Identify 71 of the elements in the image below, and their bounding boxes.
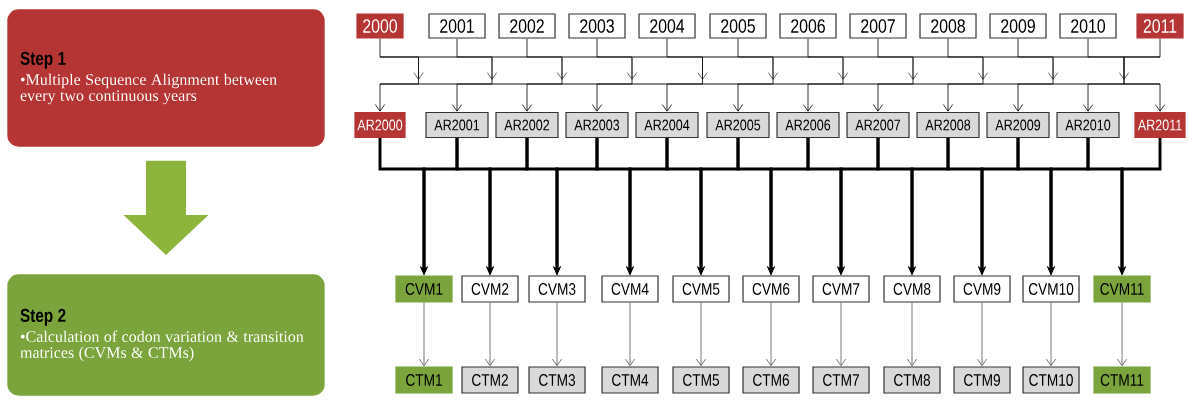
arrow — [521, 38, 563, 112]
arrow — [418, 302, 430, 367]
matrix-box: CVM4 — [601, 275, 659, 303]
alignment-box: AR2002 — [495, 111, 559, 139]
matrix-box: CVM11 — [1093, 275, 1151, 303]
year-box: 2005 — [709, 13, 767, 39]
arrow — [661, 38, 703, 112]
arrow — [976, 302, 988, 367]
alignment-box: AR2000 — [354, 111, 406, 139]
year-box: 2010 — [1059, 13, 1117, 39]
alignment-box: AR2005 — [706, 111, 770, 139]
arrow — [765, 302, 777, 367]
matrix-box: CVM5 — [672, 275, 730, 303]
arrow — [1012, 38, 1054, 112]
arrow — [484, 302, 496, 367]
arrow — [591, 38, 633, 112]
matrix-box: CTM5 — [672, 366, 730, 394]
matrix-box: CTM3 — [528, 366, 586, 394]
arrow — [732, 38, 774, 112]
matrix-box: CVM6 — [742, 275, 800, 303]
year-box: 2000 — [356, 13, 404, 39]
alignment-box: AR2010 — [1056, 111, 1120, 139]
matrix-box: CTM10 — [1022, 366, 1080, 394]
matrix-box: CTM11 — [1093, 366, 1151, 394]
matrix-box: CVM9 — [953, 275, 1011, 303]
year-box: 2008 — [919, 13, 977, 39]
year-box: 2006 — [779, 13, 837, 39]
arrow — [942, 38, 984, 112]
arrow — [1123, 38, 1166, 112]
matrix-box: CVM2 — [461, 275, 519, 303]
year-box: 2001 — [428, 13, 486, 39]
matrix-box: CTM7 — [812, 366, 870, 394]
matrix-box: CVM1 — [395, 275, 453, 303]
arrow — [1045, 302, 1057, 367]
matrix-box: CTM8 — [883, 366, 941, 394]
year-box: 2011 — [1136, 13, 1184, 39]
year-box: 2007 — [849, 13, 907, 39]
matrix-box: CTM1 — [395, 366, 453, 394]
year-box: 2003 — [568, 13, 626, 39]
step-box: Step 1 •Multiple Sequence Alignment between every two continuous years — [7, 9, 325, 147]
matrix-box: CVM3 — [528, 275, 586, 303]
year-box: 2009 — [989, 13, 1047, 39]
year-box: 2004 — [638, 13, 696, 39]
matrix-box: CTM4 — [601, 366, 659, 394]
year-box: 2002 — [498, 13, 556, 39]
alignment-box: AR2004 — [635, 111, 699, 139]
arrow — [551, 302, 563, 367]
matrix-box: CVM7 — [812, 275, 870, 303]
arrow — [906, 302, 918, 367]
arrow — [1116, 302, 1128, 367]
arrow — [835, 302, 847, 367]
step-box: Step 2 •Calculation of codon variation & transition matrices (CVMs & CTMs) — [7, 274, 325, 396]
arrow — [374, 38, 419, 112]
arrow — [624, 302, 636, 367]
alignment-box: AR2009 — [986, 111, 1050, 139]
alignment-box: AR2011 — [1134, 111, 1186, 139]
matrix-box: CVM10 — [1022, 275, 1080, 303]
matrix-box: CTM9 — [953, 366, 1011, 394]
alignment-box: AR2006 — [776, 111, 840, 139]
arrow — [695, 302, 707, 367]
matrix-box: CTM6 — [742, 366, 800, 394]
alignment-box: AR2007 — [846, 111, 910, 139]
arrow — [451, 38, 493, 112]
alignment-box: AR2008 — [916, 111, 980, 139]
arrow — [872, 38, 914, 112]
matrix-box: CTM2 — [461, 366, 519, 394]
alignment-box: AR2003 — [565, 111, 629, 139]
arrow — [1082, 38, 1125, 112]
arrow — [802, 38, 844, 112]
matrix-box: CVM8 — [883, 275, 941, 303]
alignment-box: AR2001 — [425, 111, 489, 139]
